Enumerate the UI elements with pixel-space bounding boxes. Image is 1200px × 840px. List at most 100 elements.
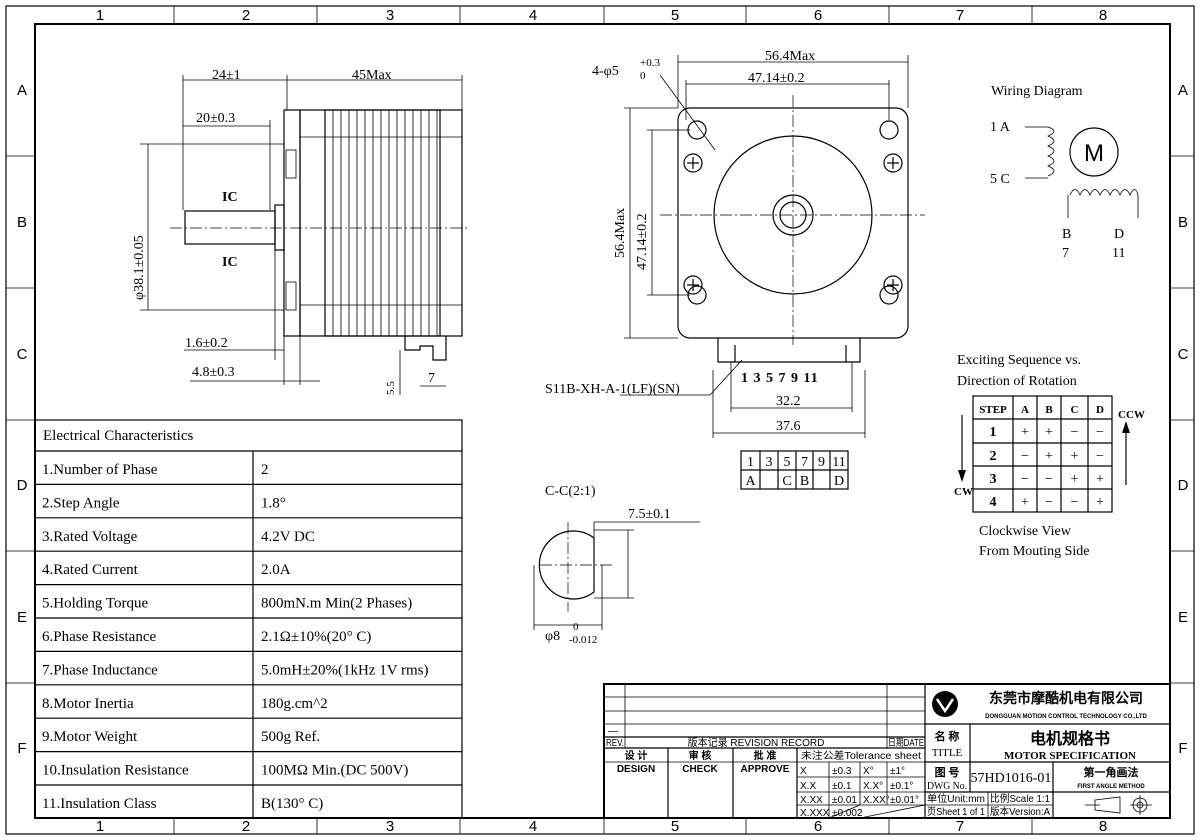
projection-symbol-icon: [1085, 796, 1121, 814]
connector-part-number: S11B-XH-A-1(LF)(SN): [545, 382, 680, 397]
motor-symbol: [1069, 127, 1119, 177]
tolerance-cell: X.X: [800, 781, 816, 792]
tolerance-cell: ±0.002: [832, 808, 863, 819]
dim-hole-pitch-v: 47.14±0.2: [635, 213, 650, 270]
pin-phase: C: [782, 474, 791, 489]
grid-row-right: C: [1178, 346, 1189, 363]
screw-icon: [683, 153, 703, 173]
electrical-title: Electrical Characteristics: [43, 428, 193, 444]
rule-line: [828, 804, 861, 819]
dim-shaft-diameter: φ8: [545, 629, 560, 644]
dwg-label: DWG No.: [927, 780, 967, 792]
company-name-cn: 东莞市摩酷机电有限公司: [989, 690, 1143, 707]
electrical-characteristics-table: Electrical Characteristics 1.Number of P…: [34, 419, 463, 819]
grid-column-bottom: 8: [1099, 818, 1107, 835]
grid-row-right: A: [1178, 82, 1188, 99]
dwg-cn: 图 号: [935, 766, 960, 779]
wiring-title: Wiring Diagram: [991, 84, 1083, 99]
first-angle-cn: 第一角画法: [1084, 765, 1139, 779]
parameter-value: 1.8°: [261, 495, 286, 511]
pin-number: 1: [747, 455, 754, 470]
mounting-holes-label: 4-φ5: [592, 64, 619, 79]
dim-connector-height: 5.5: [385, 381, 397, 395]
tolerance-title: 未注公差Tolerance sheet: [801, 749, 921, 762]
phase-polarity: +: [1071, 449, 1079, 464]
grid-column-top: 3: [386, 7, 394, 24]
screw-icon: [883, 275, 903, 295]
phase-polarity: +: [1045, 425, 1053, 440]
grid-column-bottom: 4: [529, 818, 537, 835]
holes-tol-upper: +0.3: [640, 57, 660, 69]
motor-label: M: [1084, 140, 1104, 167]
design-label: DESIGN: [617, 764, 655, 775]
phase-polarity: +: [1045, 449, 1053, 464]
pin-number: 5: [784, 455, 791, 470]
sequence-table-border: [972, 395, 1113, 513]
grid-column-top: 7: [956, 7, 964, 24]
parameter-value: 180g.cm^2: [261, 696, 328, 712]
pin-number: 9: [818, 455, 825, 470]
lead-b: B: [1062, 227, 1071, 242]
grid-column-top: 1: [96, 7, 104, 24]
dim-width-max: 56.4Max: [765, 49, 815, 64]
approve-label: APPROVE: [741, 764, 790, 775]
grid-column-bottom: 3: [386, 818, 394, 835]
lead-d-num: 11: [1112, 246, 1125, 261]
step-number: 2: [990, 449, 997, 464]
tolerance-cell: ±0.1: [832, 781, 852, 792]
title-cn: 电机规格书: [1030, 729, 1110, 748]
tolerance-cell: ±0.01: [832, 795, 857, 806]
parameter-value: 2.1Ω±10%(20° C): [261, 629, 371, 645]
grid-row-left: C: [17, 346, 28, 363]
sequence-header: D: [1096, 404, 1104, 416]
rev-label: REV.: [606, 738, 624, 749]
revision-record-label: 版本记录 REVISION RECORD: [688, 736, 825, 749]
grid-column-bottom: 7: [956, 818, 964, 835]
pin-number: 11: [832, 455, 845, 470]
phase-polarity: +: [1021, 495, 1029, 510]
lead-1a: 1 A: [990, 120, 1011, 135]
phase-polarity: +: [1071, 472, 1079, 487]
parameter-name: 6.Phase Resistance: [42, 629, 156, 645]
lead-b-num: 7: [1062, 246, 1069, 261]
pin-phase: B: [800, 474, 809, 489]
scale-label: 比例Scale 1:1: [990, 792, 1050, 805]
grid-column-bottom: 5: [671, 818, 679, 835]
ccw-label: CCW: [1118, 409, 1145, 421]
first-angle-label: FIRST ANGLE METHOD: [1077, 784, 1145, 790]
parameter-value: 100MΩ Min.(DC 500V): [261, 763, 408, 779]
phase-polarity: +: [1096, 495, 1104, 510]
section-view: C-C(2:1) 7.5±0.1 φ8 0 -0.012: [533, 484, 700, 646]
grid-column-bottom: 1: [96, 818, 104, 835]
parameter-name: 8.Motor Inertia: [42, 696, 134, 712]
side-view: 24±1 45Max 20±0.3 φ38.1±0.05 IC IC 1.6±0…: [132, 68, 470, 395]
shaft-tol-upper: 0: [573, 621, 579, 633]
sequence-header: A: [1021, 404, 1029, 416]
grid-column-top: 5: [671, 7, 679, 24]
phase-polarity: −: [1045, 495, 1053, 510]
tolerance-cell: X.XX°: [863, 795, 890, 806]
name-cn: 名 称: [935, 729, 960, 743]
dim-height-max: 56.4Max: [613, 208, 628, 258]
check-cn: 审 核: [689, 749, 712, 762]
dim-connector-width: 7: [428, 371, 435, 386]
parameter-value: 800mN.m Min(2 Phases): [261, 596, 412, 612]
tolerance-cell: X.XX: [800, 795, 823, 806]
mounting-hole-icon: [687, 120, 707, 140]
parameter-value: 500g Ref.: [261, 729, 320, 745]
connector-pins: 1 3 5 7 9 11: [741, 371, 819, 386]
lead-5c: 5 C: [990, 172, 1010, 187]
check-label: CHECK: [682, 764, 718, 775]
parameter-value: 5.0mH±20%(1kHz 1V rms): [261, 662, 429, 678]
dim-hole-pitch-h: 47.14±0.2: [748, 71, 805, 86]
cw-label: CW: [954, 486, 973, 498]
ic-label-top: IC: [222, 190, 238, 205]
pin-number: 7: [801, 455, 808, 470]
title-en: MOTOR SPECIFICATION: [1004, 750, 1136, 762]
step-number: 3: [990, 472, 997, 487]
parameter-name: 11.Insulation Class: [42, 796, 157, 812]
grid-row-right: F: [1178, 740, 1187, 757]
shaft-tol-lower: -0.012: [569, 634, 597, 646]
grid-row-right: E: [1178, 609, 1188, 626]
tolerance-cell: X.X°: [863, 781, 883, 792]
